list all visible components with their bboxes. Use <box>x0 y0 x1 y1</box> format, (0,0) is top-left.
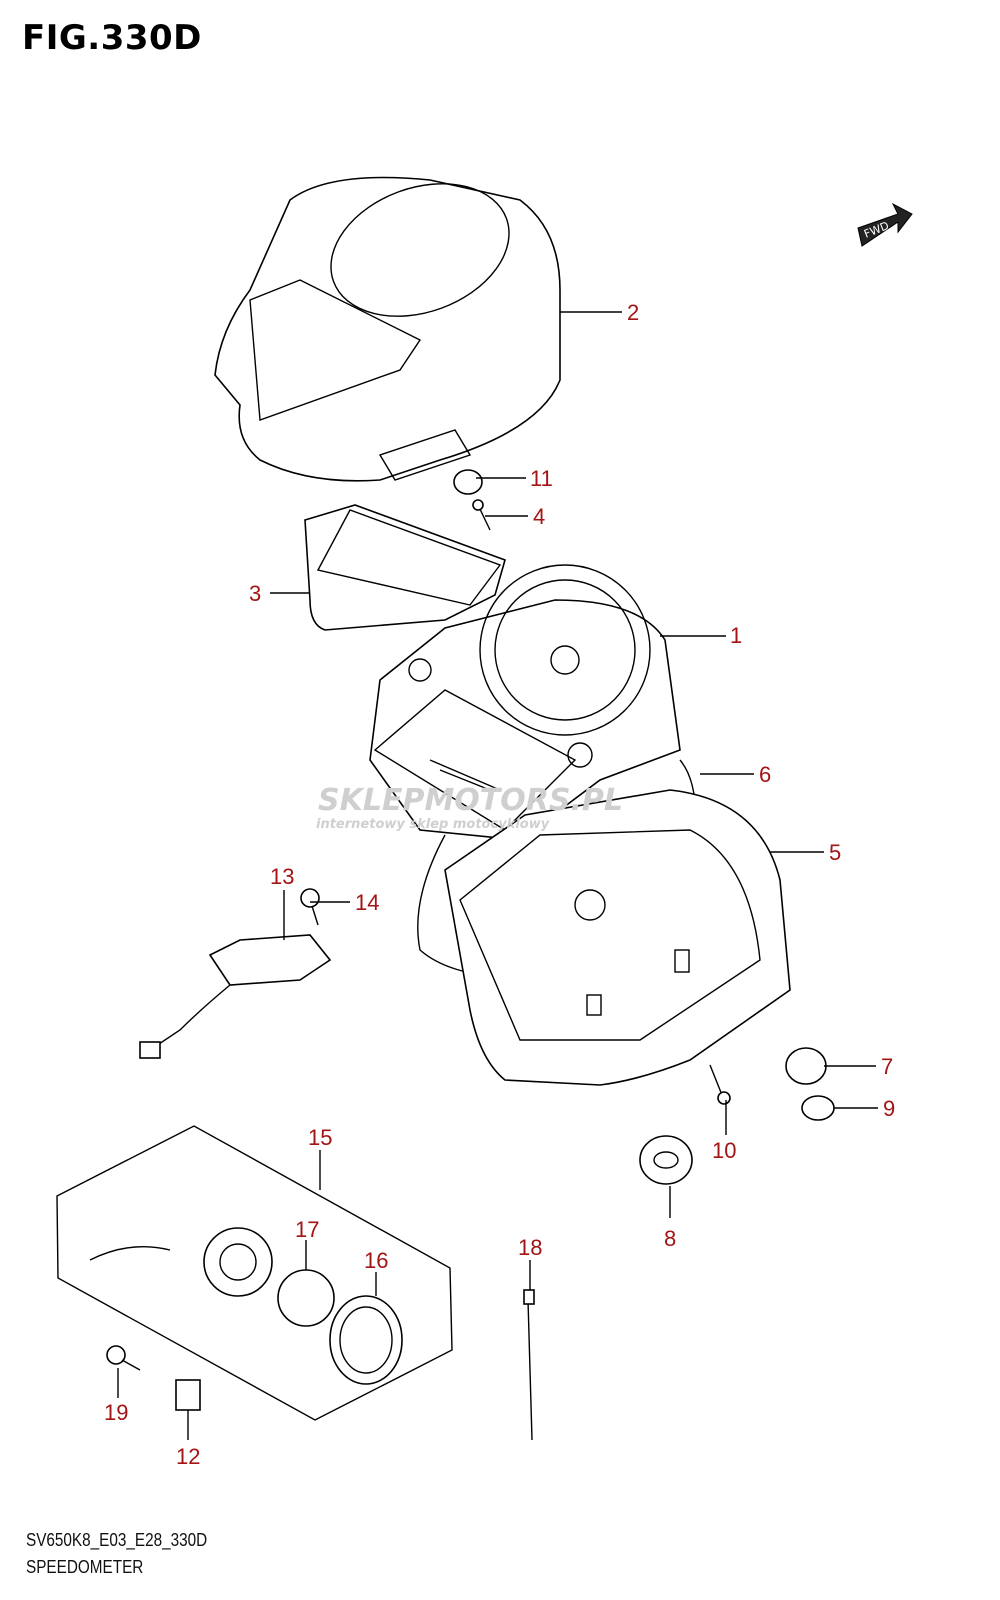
callout-2: 2 <box>627 300 639 325</box>
part-2-cover <box>214 176 561 482</box>
callout-4: 4 <box>533 504 545 529</box>
fwd-label: FWD <box>862 219 891 241</box>
callout-12: 12 <box>176 1444 200 1469</box>
part-18-tie <box>523 1289 535 1441</box>
diagram-code: SV650K8_E03_E28_330D <box>26 1530 208 1550</box>
watermark-logo: SKLEPMOTORS.PL <box>318 783 623 818</box>
callout-5: 5 <box>829 840 841 865</box>
part-11-grommet <box>453 469 483 495</box>
callout-18: 18 <box>518 1235 542 1260</box>
part-7-grommet <box>785 1047 827 1085</box>
part-3-lens <box>304 504 506 631</box>
callout-17: 17 <box>295 1217 319 1242</box>
part-14-bolt <box>300 888 320 926</box>
callout-9: 9 <box>883 1096 895 1121</box>
figure-title: FIG.330D <box>22 18 202 58</box>
leader-lines <box>117 311 878 1440</box>
part-12-clip <box>175 1379 201 1411</box>
callout-6: 6 <box>759 762 771 787</box>
callout-11: 11 <box>530 466 553 491</box>
watermark-tagline: internetowy sklep motocyklowy <box>316 817 550 832</box>
callout-13: 13 <box>270 864 294 889</box>
callout-14: 14 <box>355 890 379 915</box>
part-8-grommet <box>639 1135 693 1185</box>
callout-8: 8 <box>664 1226 676 1251</box>
part-5-case <box>444 789 791 1086</box>
fwd-arrow-icon: FWD <box>857 202 913 247</box>
callout-3: 3 <box>249 581 261 606</box>
callout-7: 7 <box>881 1054 893 1079</box>
callout-10: 10 <box>712 1138 736 1163</box>
part-4-screw <box>472 499 491 531</box>
part-10-screw <box>709 1064 731 1105</box>
callout-15: 15 <box>308 1125 332 1150</box>
kit-15-box <box>56 1125 453 1421</box>
callout-1: 1 <box>730 623 742 648</box>
part-1-meter <box>369 564 681 841</box>
callout-16: 16 <box>364 1248 388 1273</box>
part-9-collar <box>801 1095 835 1121</box>
callout-19: 19 <box>104 1400 128 1425</box>
part-19-bolt <box>106 1345 141 1371</box>
diagram-name: SPEEDOMETER <box>26 1557 144 1577</box>
part-13-sensor <box>139 934 332 1059</box>
